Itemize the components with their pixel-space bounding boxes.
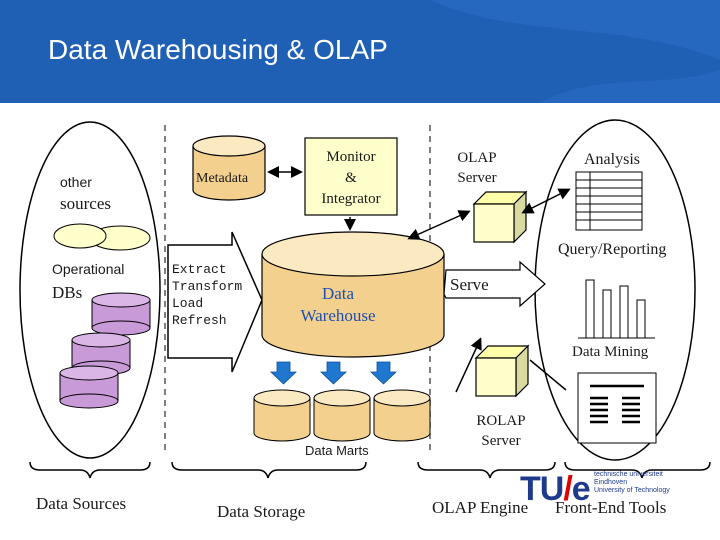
rolap-server-cube bbox=[474, 344, 530, 398]
data-mining-icon bbox=[577, 372, 657, 444]
logo-tu: TU bbox=[520, 470, 564, 508]
data-mining-label: Data Mining bbox=[572, 344, 649, 360]
etl-label: Extract Transform Load Refresh bbox=[172, 261, 242, 329]
sources-ellipse bbox=[19, 121, 161, 459]
analysis-table-icon bbox=[575, 171, 643, 231]
data-storage-footer: Data Storage bbox=[217, 502, 306, 521]
olap-server-label: OLAP Server bbox=[440, 148, 514, 188]
page-title: Data Warehousing & OLAP bbox=[48, 34, 388, 65]
monitor-text: Monitor bbox=[326, 149, 376, 165]
front-end-tools-footer: Front-End Tools bbox=[555, 498, 667, 517]
rolap-text: ROLAP bbox=[476, 413, 526, 429]
other-source-shape bbox=[53, 223, 107, 249]
query-reporting-chart-icon bbox=[578, 279, 655, 339]
serve-arrow bbox=[443, 260, 546, 308]
operational-db bbox=[91, 292, 151, 336]
warehouse-olap-arrow bbox=[407, 210, 471, 240]
metadata-cylinder bbox=[192, 135, 266, 201]
monitor-integrator-label: Monitor & Integrator bbox=[305, 147, 397, 210]
olap-server-cube bbox=[472, 190, 528, 244]
data-sources-footer: Data Sources bbox=[36, 494, 127, 513]
brace-olap-engine bbox=[417, 461, 556, 479]
olap-engine-footer: OLAP Engine bbox=[432, 498, 529, 517]
olap-analysis-arrow bbox=[521, 188, 571, 214]
metadata-label: Metadata bbox=[196, 171, 249, 186]
data-warehouse-label: Data Warehouse bbox=[278, 283, 398, 327]
architecture-diagram bbox=[19, 119, 711, 479]
server-text: Server bbox=[457, 170, 497, 186]
operational-label: Operational bbox=[52, 261, 125, 277]
data-warehouse-cylinder bbox=[261, 231, 445, 358]
operational-db bbox=[59, 365, 119, 409]
logo-slash: / bbox=[563, 470, 573, 508]
load-text: Load bbox=[172, 296, 204, 311]
rolap-mining-line bbox=[529, 359, 567, 391]
brace-data-storage bbox=[171, 461, 367, 479]
dbs-label: DBs bbox=[52, 283, 83, 302]
data-mart-cylinder bbox=[373, 389, 431, 442]
extract-text: Extract bbox=[172, 262, 227, 277]
data-mart-cylinder bbox=[313, 389, 371, 442]
data-text: Data bbox=[321, 284, 355, 303]
server-text: Server bbox=[481, 433, 521, 449]
other-label: other bbox=[60, 174, 92, 190]
data-mart-cylinder bbox=[253, 389, 311, 442]
transform-text: Transform bbox=[172, 279, 243, 294]
serve-label: Serve bbox=[450, 275, 489, 294]
logo-e: e bbox=[571, 470, 591, 508]
marts-rolap-arrow bbox=[455, 337, 482, 393]
tue-logo-subtitle: technische universiteit Eindhoven Univer… bbox=[594, 471, 670, 494]
brace-front-end-tools bbox=[564, 461, 711, 479]
title-bar: Data Warehousing & OLAP bbox=[0, 0, 720, 103]
etl-arrow bbox=[167, 231, 263, 373]
sources-label: sources bbox=[60, 194, 111, 213]
analysis-label: Analysis bbox=[584, 151, 640, 168]
brace-data-sources bbox=[29, 461, 151, 479]
rolap-server-label: ROLAP Server bbox=[464, 411, 538, 451]
refresh-text: Refresh bbox=[172, 313, 227, 328]
monitor-integrator-box bbox=[304, 137, 398, 216]
olap-text: OLAP bbox=[457, 150, 497, 166]
ampersand-text: & bbox=[345, 170, 357, 186]
warehouse-text: Warehouse bbox=[300, 306, 376, 325]
query-reporting-label: Query/Reporting bbox=[558, 241, 667, 258]
blue-down-arrows bbox=[270, 361, 397, 385]
header-wave-decoration bbox=[430, 0, 720, 103]
data-marts-label: Data Marts bbox=[305, 443, 369, 458]
integrator-text: Integrator bbox=[321, 191, 381, 207]
tue-logo: TU/e bbox=[520, 470, 591, 509]
